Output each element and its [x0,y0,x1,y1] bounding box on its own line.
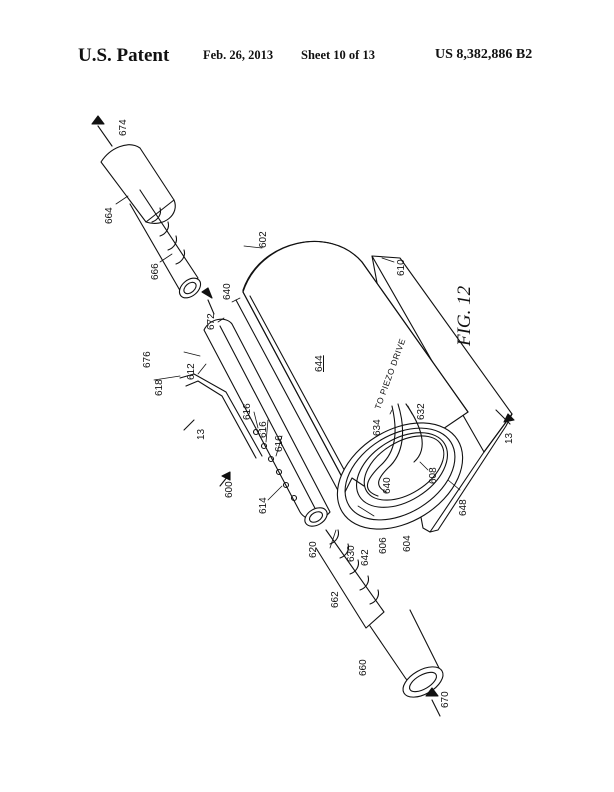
label-604: 604 [402,535,413,552]
label-616-b: 616 [258,421,269,438]
lower-fitting [315,529,444,698]
label-13-lower: 13 [504,432,515,444]
label-634: 634 [372,419,383,436]
label-602: 602 [258,231,269,248]
label-614: 614 [258,497,269,514]
label-616-a: 616 [242,403,253,420]
label-666: 666 [150,263,161,280]
patent-title: U.S. Patent [78,45,170,66]
label-648: 648 [458,499,469,516]
sheet-number: Sheet 10 of 13 [301,48,375,62]
figure-caption: FIG. 12 [454,285,475,347]
patent-date: Feb. 26, 2013 [203,48,274,62]
label-670: 670 [440,691,451,708]
flow-arrows [91,115,515,717]
label-642: 642 [360,549,371,566]
upper-fitting [100,144,202,299]
label-612: 612 [186,363,197,380]
label-616-c: 616 [274,435,285,452]
label-664: 664 [104,207,115,224]
label-640-bottom: 640 [382,477,393,494]
label-674: 674 [118,119,129,136]
patent-number: US 8,382,886 B2 [435,47,533,62]
label-608: 608 [428,467,439,484]
label-676: 676 [142,351,153,368]
label-644: 644 [314,355,325,372]
rod-channel [203,318,331,527]
label-662: 662 [330,591,341,608]
fluid-line-618 [179,373,263,459]
label-620: 620 [308,541,319,558]
label-610: 610 [396,259,407,276]
label-660: 660 [358,659,369,676]
label-632: 632 [416,403,427,420]
label-672: 672 [206,313,217,330]
label-606: 606 [378,537,389,554]
label-13-upper: 13 [196,428,207,440]
label-618: 618 [154,379,165,396]
label-600: 600 [224,481,235,498]
label-640-top: 640 [222,283,233,300]
leader-lines [115,195,461,549]
patent-header: U.S. Patent Feb. 26, 2013 Sheet 10 of 13… [0,45,614,72]
cylinder-front-ring [336,422,464,530]
label-630: 630 [346,545,357,562]
